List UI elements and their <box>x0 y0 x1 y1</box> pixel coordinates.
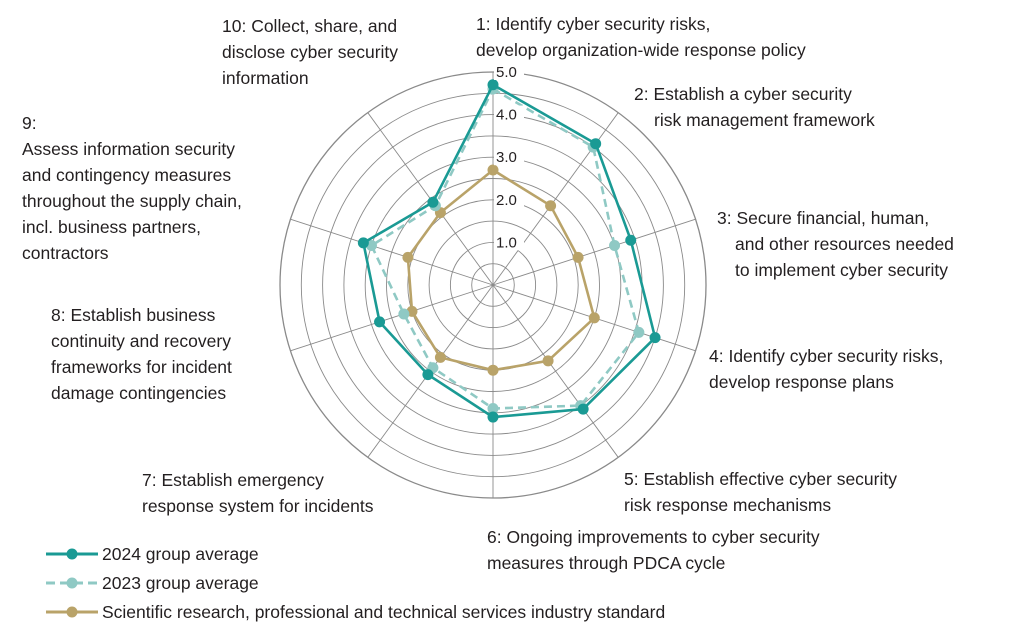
tick-bg-4 <box>494 105 524 123</box>
series-1-point-5 <box>577 403 589 415</box>
axis-label-2-line-2: risk management framework <box>654 110 875 130</box>
series-3-point-2 <box>545 200 557 212</box>
tick-label-2: 2.0 <box>496 192 517 209</box>
axis-label-9-line-3: and contingency measures <box>22 165 232 185</box>
series-1-point-3 <box>625 234 637 246</box>
axis-label-7-line-1: 7: Establish emergency <box>142 470 324 490</box>
grid-spoke-9 <box>290 218 494 286</box>
axis-label-1: 1: Identify cyber security risks, develo… <box>476 11 806 63</box>
series-3-point-5 <box>542 355 554 367</box>
axis-label-10: 10: Collect, share, and disclose cyber s… <box>222 13 398 91</box>
tick-bg-1 <box>494 233 524 251</box>
axis-label-5-line-2: risk response mechanisms <box>624 495 832 515</box>
series-1-point-1 <box>487 79 499 91</box>
axis-label-10-line-3: information <box>222 68 309 88</box>
axis-label-4-line-2: develop response plans <box>709 372 894 392</box>
axis-label-9-line-2: Assess information security <box>22 139 235 159</box>
series-2-point-6 <box>487 403 499 415</box>
axis-label-8-line-1: 8: Establish business <box>51 305 216 325</box>
axis-label-7: 7: Establish emergency response system f… <box>142 467 374 519</box>
axis-label-4: 4: Identify cyber security risks, develo… <box>709 343 943 395</box>
axis-label-1-line-1: 1: Identify cyber security risks, <box>476 14 711 34</box>
axis-label-3: 3: Secure financial, human, and other re… <box>717 205 954 283</box>
series-3-point-6 <box>487 364 499 376</box>
radial-tick-labels: 1.0 2.0 3.0 4.0 5.0 <box>494 63 524 251</box>
tick-label-1: 1.0 <box>496 234 517 251</box>
tick-label-5: 5.0 <box>496 64 517 81</box>
axis-label-9-line-6: contractors <box>22 243 109 263</box>
axis-label-1-line-2: develop organization-wide response polic… <box>476 40 806 60</box>
axis-label-9-line-5: incl. business partners, <box>22 217 201 237</box>
radar-series <box>357 79 661 423</box>
series-3-point-1 <box>487 164 499 176</box>
grid-spoke-8 <box>290 284 494 352</box>
axis-label-10-line-2: disclose cyber security <box>222 42 399 62</box>
legend-marker-2024 <box>46 548 98 560</box>
legend-label-2023: 2023 group average <box>102 573 259 593</box>
series-1-point-8 <box>374 316 386 328</box>
series-3-point-9 <box>402 251 414 263</box>
axis-label-4-line-1: 4: Identify cyber security risks, <box>709 346 944 366</box>
axis-label-8: 8: Establish business continuity and rec… <box>51 302 232 406</box>
axis-label-9: 9: Assess information security and conti… <box>22 110 242 266</box>
grid-spoke-3 <box>492 218 696 286</box>
series-2-point-8 <box>398 308 410 320</box>
series-2 <box>365 83 645 415</box>
axis-label-10-line-1: 10: Collect, share, and <box>222 16 398 36</box>
legend-marker-2023 <box>46 577 98 589</box>
legend-label-industry: Scientific research, professional and te… <box>102 602 666 622</box>
series-3-point-3 <box>572 251 584 263</box>
series-3-point-4 <box>588 312 600 324</box>
tick-label-4: 4.0 <box>496 107 517 124</box>
series-3-point-7 <box>434 351 446 363</box>
series-1-point-2 <box>590 138 602 150</box>
series-1-point-9 <box>357 237 369 249</box>
tick-bg-2 <box>494 190 524 208</box>
axis-label-6-line-2: measures through PDCA cycle <box>487 553 726 573</box>
series-1 <box>357 79 661 423</box>
series-3 <box>402 164 600 376</box>
series-1-point-4 <box>649 332 661 344</box>
axis-label-8-line-3: frameworks for incident <box>51 357 232 377</box>
series-1-point-10 <box>427 196 439 208</box>
axis-label-2: 2: Establish a cyber security risk manag… <box>634 81 875 133</box>
series-2-point-3 <box>609 240 621 252</box>
grid-spoke-5 <box>492 284 619 458</box>
tick-bg-5 <box>494 63 524 80</box>
axis-label-6: 6: Ongoing improvements to cyber securit… <box>487 524 820 576</box>
axis-label-3-line-2: and other resources needed <box>735 234 954 254</box>
axis-label-7-line-2: response system for incidents <box>142 496 374 516</box>
series-1-point-6 <box>487 411 499 423</box>
legend-label-2024: 2024 group average <box>102 544 259 564</box>
legend-marker-industry <box>46 606 98 618</box>
series-2-point-4 <box>633 326 645 338</box>
axis-label-5: 5: Establish effective cyber security ri… <box>624 466 897 518</box>
axis-label-2-line-1: 2: Establish a cyber security <box>634 84 852 104</box>
axis-label-9-line-1: 9: <box>22 113 37 133</box>
axis-label-3-line-3: to implement cyber security <box>735 260 948 280</box>
axis-label-5-line-1: 5: Establish effective cyber security <box>624 469 897 489</box>
tick-bg-3 <box>494 148 524 166</box>
axis-label-3-line-1: 3: Secure financial, human, <box>717 208 930 228</box>
tick-label-3: 3.0 <box>496 149 517 166</box>
axis-label-6-line-1: 6: Ongoing improvements to cyber securit… <box>487 527 820 547</box>
axis-label-8-line-2: continuity and recovery <box>51 331 231 351</box>
axis-label-9-line-4: throughout the supply chain, <box>22 191 242 211</box>
series-1-point-7 <box>422 369 434 381</box>
axis-label-8-line-4: damage contingencies <box>51 383 227 403</box>
